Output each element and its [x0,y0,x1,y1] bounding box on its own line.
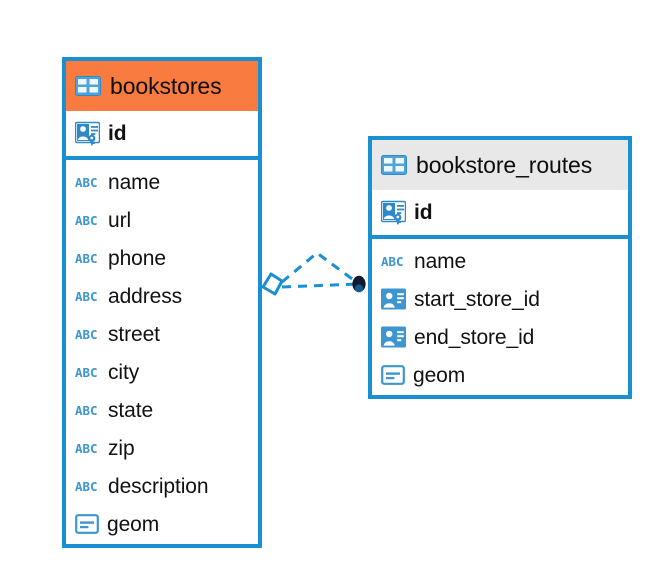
field-row-id[interactable]: id [372,190,628,235]
field-row-name[interactable]: ABC name [66,163,258,201]
field-label: street [108,322,160,346]
svg-text:ABC: ABC [75,327,98,342]
diamond-outline-marker [261,272,284,296]
field-row-address[interactable]: ABC address [66,277,258,315]
field-label: end_store_id [414,325,535,349]
field-row-url[interactable]: ABC url [66,201,258,239]
field-row-geom[interactable]: geom [66,505,258,543]
text-field-icon: ABC [75,212,100,229]
field-label: id [414,201,433,224]
relationship-connector[interactable] [255,243,375,328]
entity-table-bookstores[interactable]: bookstores [62,57,262,548]
entity-header-bookstore-routes[interactable]: bookstore_routes [372,140,628,190]
svg-text:ABC: ABC [381,254,404,269]
field-row-description[interactable]: ABC description [66,467,258,505]
svg-text:ABC: ABC [75,479,98,494]
svg-text:ABC: ABC [75,365,98,380]
field-label: start_store_id [414,287,540,311]
primary-key-icon [380,200,407,225]
field-label: name [414,249,467,273]
field-row-geom[interactable]: geom [372,356,628,394]
text-field-icon: ABC [75,250,100,267]
field-label: description [108,474,209,498]
text-field-icon: ABC [75,174,100,191]
svg-text:ABC: ABC [75,175,98,190]
entity-title: bookstores [110,72,222,99]
field-label: state [108,398,154,422]
field-label: address [108,284,183,308]
foreign-key-icon [381,326,406,348]
svg-text:ABC: ABC [75,213,98,228]
text-field-icon: ABC [75,288,100,305]
field-row-city[interactable]: ABC city [66,353,258,391]
svg-text:ABC: ABC [75,403,98,418]
filled-circle-marker-highlight [354,284,364,293]
field-row-street[interactable]: ABC street [66,315,258,353]
field-row-id[interactable]: id [66,111,258,156]
relationship-line-upper [281,251,360,286]
entity-title: bookstore_routes [416,151,593,178]
text-field-icon: ABC [75,364,100,381]
fields-section: ABC name start_store_id [372,239,628,394]
field-row-state[interactable]: ABC state [66,391,258,429]
geometry-field-icon [381,364,405,386]
field-row-end-store-id[interactable]: end_store_id [372,318,628,356]
primary-key-section: id [372,190,628,239]
table-icon [75,76,101,96]
field-row-zip[interactable]: ABC zip [66,429,258,467]
svg-text:ABC: ABC [75,441,98,456]
text-field-icon: ABC [75,440,100,457]
field-label: zip [108,436,135,460]
primary-key-section: id [66,111,258,160]
field-row-name[interactable]: ABC name [372,242,628,280]
fields-section: ABC name ABC url ABC p [66,160,258,543]
field-label: geom [413,363,466,387]
field-label: city [108,360,140,384]
field-label: id [108,122,127,145]
svg-text:ABC: ABC [75,251,98,266]
primary-key-icon [74,121,101,146]
field-row-start-store-id[interactable]: start_store_id [372,280,628,318]
svg-text:ABC: ABC [75,289,98,304]
field-row-phone[interactable]: ABC phone [66,239,258,277]
entity-header-bookstores[interactable]: bookstores [66,61,258,111]
geometry-field-icon [75,513,99,535]
table-icon [381,155,407,175]
field-label: url [108,208,132,232]
text-field-icon: ABC [75,402,100,419]
text-field-icon: ABC [381,253,406,270]
field-label: geom [107,512,160,536]
text-field-icon: ABC [75,326,100,343]
relationship-line-lower [281,282,360,289]
foreign-key-icon [381,288,406,310]
entity-table-bookstore-routes[interactable]: bookstore_routes [368,136,632,399]
field-label: phone [108,246,166,270]
field-label: name [108,170,161,194]
text-field-icon: ABC [75,478,100,495]
